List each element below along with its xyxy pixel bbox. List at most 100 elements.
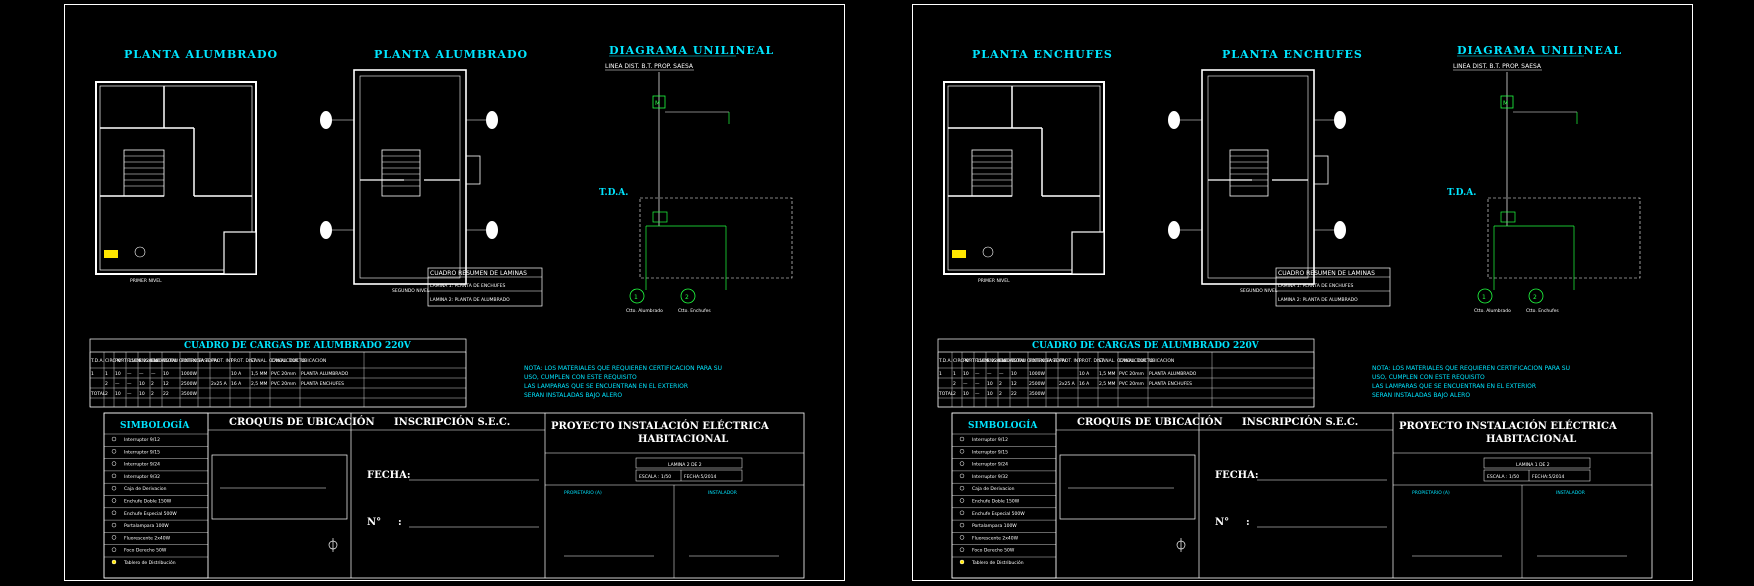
- symbol-icon: [959, 498, 965, 503]
- summary-item-2: LAMINA 2: PLANTA DE ALUMBRADO: [1278, 297, 1358, 303]
- symbol-icon: [959, 449, 965, 454]
- table-cell: 10: [1011, 371, 1017, 377]
- table-title: CUADRO DE CARGAS DE ALUMBRADO 220V: [184, 341, 412, 351]
- symbol-icon: [959, 510, 965, 516]
- symbol-icon: [111, 547, 117, 552]
- table-cell: PLANTA ENCHUFES: [1149, 381, 1192, 387]
- table-header-cell: UBICACION: [1149, 358, 1174, 364]
- numero-colon: :: [1246, 517, 1250, 528]
- symbology-item: Portalampara 100W: [972, 523, 1017, 529]
- table-cell: PLANTA ALUMBRADO: [1149, 371, 1197, 377]
- table-cell: 22: [163, 391, 169, 397]
- table-cell: PLANTA ENCHUFES: [301, 381, 344, 387]
- tda-label: T.D.A.: [1447, 188, 1476, 198]
- second-level-label: SEGUNDO NIVEL: [392, 288, 430, 294]
- table-header-cell: PROT. DIST.: [1079, 358, 1105, 364]
- lamina-label: LAMINA 2 DE 2: [668, 462, 702, 468]
- second-floor-plan: SEGUNDO NIVEL: [320, 69, 498, 294]
- symbology-item: Tablero de Distribución: [123, 559, 176, 566]
- table-cell: 10: [115, 371, 121, 377]
- fecha-label: FECHA:: [1215, 470, 1259, 481]
- meter-icon: [652, 95, 666, 109]
- note-line-1: NOTA: LOS MATERIALES QUE REQUIEREN CERTI…: [1372, 365, 1570, 372]
- load-table: CUADRO DE CARGAS DE ALUMBRADO 220V T.D.A…: [89, 338, 467, 408]
- table-header-cell: FASE: [1047, 358, 1058, 364]
- table-header-cell: ENCH 500W: [999, 358, 1027, 364]
- summary-item-1: LAMINA 1: PLANTA DE ENCHUFES: [1278, 283, 1353, 289]
- table-header-cell: PORT 150W: [963, 358, 990, 364]
- table-cell: TOTAL: [938, 391, 954, 397]
- table-cell: PVC 20mm: [271, 381, 296, 387]
- symbol-icon: [959, 559, 965, 565]
- svg-text:2: 2: [685, 294, 689, 301]
- tda-label: T.D.A.: [599, 188, 628, 198]
- note-line-3: LAS LAMPARAS QUE SE ENCUENTRAN EN EL EXT…: [524, 383, 688, 390]
- symbol-icon: [959, 436, 965, 442]
- table-cell: TOTAL: [90, 391, 106, 397]
- circuit-2-icon: [1528, 288, 1544, 304]
- note-line-4: SERAN INSTALADAS BAJO ALERO: [524, 392, 622, 399]
- table-cell: 1: [953, 371, 956, 377]
- svg-text:1: 1: [634, 294, 638, 301]
- table-header-cell: ENCH 500W: [151, 358, 179, 364]
- table-cell: —: [963, 382, 968, 387]
- location-sketch-box: [211, 454, 348, 520]
- circuit-1-label: Ctto. Alumbrado: [1474, 308, 1511, 314]
- distribution-board-icon: [952, 250, 966, 258]
- symbology-item: Interruptor 9/32: [972, 474, 1008, 480]
- table-cell: 16 A: [231, 381, 242, 387]
- table-cell: 2,5 MM: [251, 381, 267, 387]
- table-cell: —: [987, 372, 992, 377]
- table-cell: 2: [953, 381, 956, 387]
- table-cell: 2x25 A: [211, 381, 228, 387]
- numero-label: N°: [367, 517, 381, 528]
- symbology-item: Enchufe Doble 150W: [972, 499, 1020, 505]
- circuit-2-label: Ctto. Enchufes: [1526, 308, 1559, 314]
- load-table: CUADRO DE CARGAS DE ALUMBRADO 220V T.D.A…: [937, 338, 1315, 408]
- symbology-item: Tablero de Distribución: [971, 559, 1024, 566]
- scale-label: ESCALA : 1/50: [1487, 474, 1519, 480]
- numero-colon: :: [398, 517, 402, 528]
- table-header-cell: T.D.A.: [90, 358, 104, 364]
- symbol-icon: [111, 473, 117, 479]
- distribution-board-box: [639, 197, 793, 279]
- table-cell: 1: [91, 371, 94, 377]
- table-cell: 2: [151, 391, 154, 397]
- table-header-cell: T.D.A.: [938, 358, 952, 364]
- table-cell: 2: [105, 391, 108, 397]
- symbol-icon: [111, 436, 117, 442]
- table-cell: 1000W: [181, 371, 197, 377]
- symbol-icon: [959, 473, 965, 479]
- plan-right-title: PLANTA ALUMBRADO: [374, 48, 528, 61]
- symbology-item: Caja de Derivacion: [972, 486, 1015, 492]
- table-header-cell: CIRC N°: [105, 358, 123, 364]
- symbol-icon: [959, 535, 965, 540]
- symbol-icon: [959, 522, 965, 528]
- table-cell: 10: [987, 391, 993, 397]
- table-header-cell: TOTAL CENTROS: [1010, 358, 1048, 364]
- symbology-item: Interruptor 9/12: [972, 437, 1008, 443]
- table-header-cell: FLUOR 2x40W: [975, 358, 1008, 364]
- plan-right-title: PLANTA ENCHUFES: [1222, 48, 1363, 61]
- table-cell: 2: [999, 381, 1002, 387]
- first-floor-plan: PRIMER NIVEL: [95, 81, 257, 284]
- cad-drawing: PLANTA ENCHUFES PLANTA ENCHUFES DIAGRAMA…: [912, 4, 1693, 581]
- table-header-cell: FLUOR 2x40W: [127, 358, 160, 364]
- svg-text:2: 2: [1533, 294, 1537, 301]
- line-title: LINEA DIST. B.T. PROP. SAESA: [605, 63, 694, 70]
- table-cell: 10: [115, 391, 121, 397]
- table-header-cell: UBICACION: [301, 358, 326, 364]
- table-header-cell: TOTAL CENTROS: [162, 358, 200, 364]
- table-cell: 2: [953, 391, 956, 397]
- circuit-2-icon: [680, 288, 696, 304]
- table-header-cell: FASE: [199, 358, 210, 364]
- table-header-cell: POTENCIA TOTAL: [1029, 358, 1068, 364]
- note-line-1: NOTA: LOS MATERIALES QUE REQUIEREN CERTI…: [524, 365, 722, 372]
- numero-label: N°: [1215, 517, 1229, 528]
- installer-label: INSTALADOR: [1556, 490, 1585, 496]
- table-cell: 2: [105, 381, 108, 387]
- table-cell: 2: [999, 391, 1002, 397]
- symbol-icon: [111, 535, 117, 540]
- table-cell: —: [999, 372, 1004, 377]
